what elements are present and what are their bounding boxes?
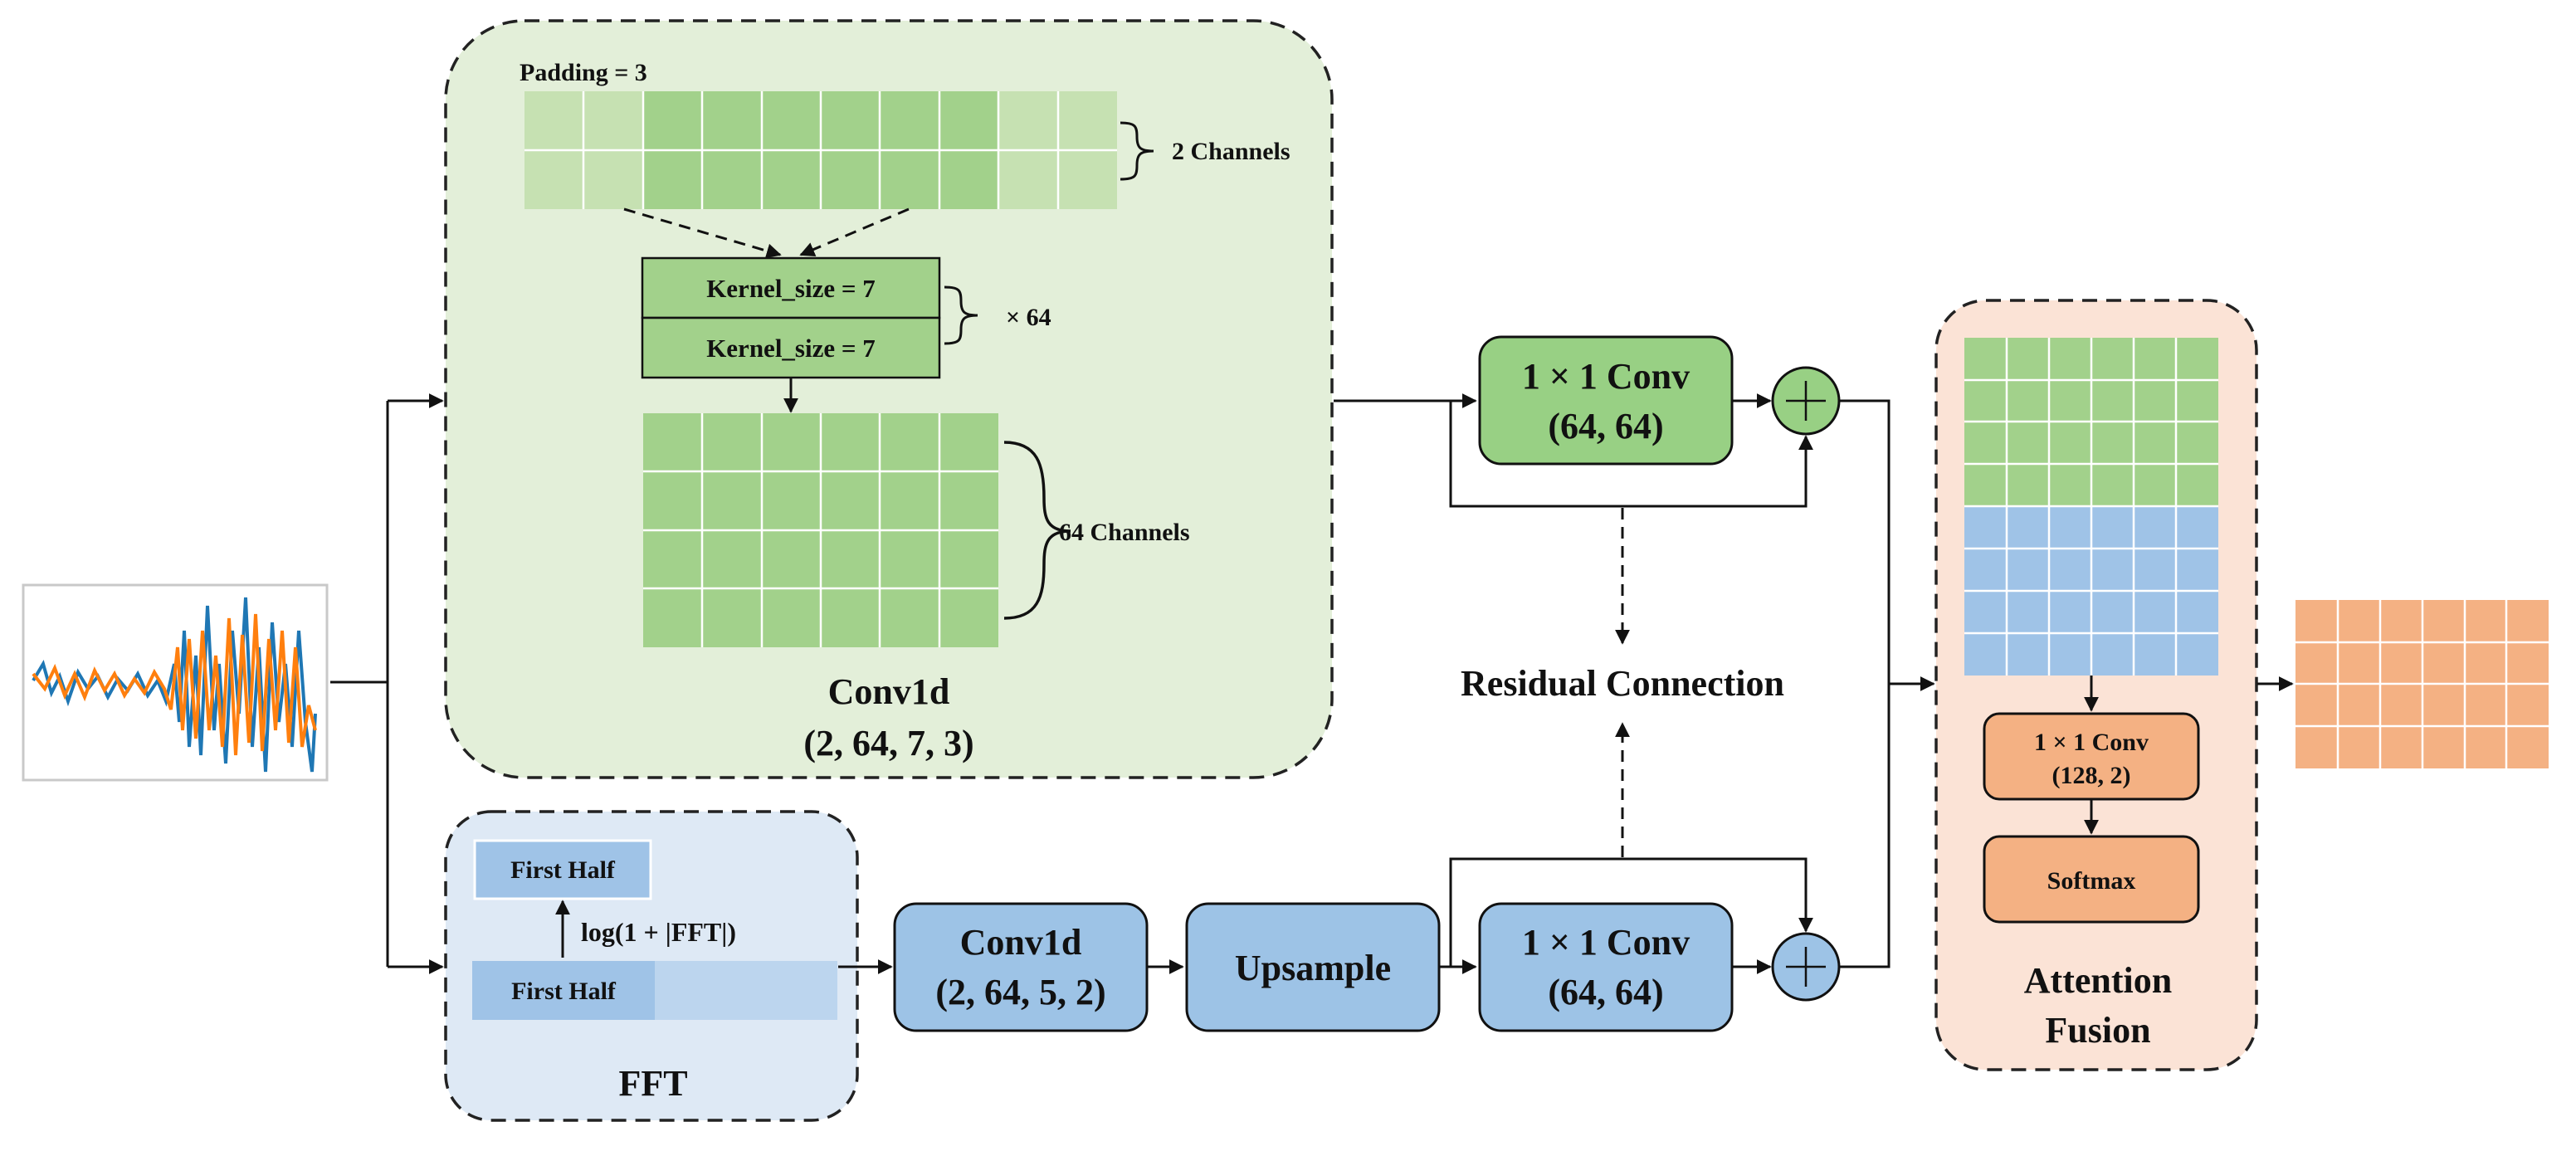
kernel-2-label: Kernel_size = 7 (706, 334, 876, 363)
first-half-bottom-box (472, 961, 655, 1020)
residual-connection: Residual Connection (1461, 508, 1784, 857)
add-node-bottom (1771, 932, 1841, 1002)
fft-panel-title: FFT (618, 1063, 687, 1104)
channels-in-brace (1120, 121, 1154, 181)
fft-panel: First Half log(1 + |FFT|) First Half FFT (444, 810, 859, 1122)
output-feature-grid (2295, 600, 2549, 768)
signal-series-orange (32, 613, 317, 756)
time-branch: 1 × 1 Conv (64, 64) (1334, 335, 1841, 508)
first-half-bottom-label: First Half (511, 978, 617, 1005)
first-half-top-box (473, 839, 652, 900)
kernel-box-2 (641, 316, 941, 379)
softmax-label: Softmax (2047, 867, 2136, 895)
conv1x1-bottom-params: (64, 64) (1548, 972, 1663, 1012)
padded-input-strip (524, 91, 1117, 209)
input-signal-plot (22, 583, 329, 782)
conv1d-panel: Padding = 3 2 Channels (444, 19, 1334, 779)
conv-panel-title: Conv1d (828, 671, 950, 712)
first-half-top-label: First Half (510, 856, 616, 884)
input-branch-connectors (330, 393, 444, 974)
upsample-label: Upsample (1235, 948, 1391, 988)
conv-panel-params: (2, 64, 7, 3) (803, 723, 973, 763)
channels-out-label: 64 Channels (1059, 519, 1190, 546)
conv1x1-top-params: (64, 64) (1548, 406, 1663, 446)
kernel-converge-left (623, 207, 782, 259)
kernel-converge-right (799, 207, 910, 256)
residual-connection-label: Residual Connection (1461, 663, 1784, 704)
softmax-block (1983, 835, 2200, 924)
channels-in-label: 2 Channels (1172, 138, 1290, 165)
attention-fusion-panel: 1 × 1 Conv (128, 2) Softmax Attention Fu… (1934, 299, 2258, 1071)
attention-conv-title: 1 × 1 Conv (2034, 729, 2149, 756)
kernel-multiplier-brace (944, 285, 978, 345)
conv1x1-bottom-title: 1 × 1 Conv (1522, 922, 1690, 963)
concat-feature-grid (1964, 338, 2218, 675)
merge-connectors (1839, 399, 1935, 968)
channels-out-brace (1003, 441, 1071, 620)
add-node-top (1771, 366, 1841, 436)
conv1x1-top-title: 1 × 1 Conv (1522, 356, 1690, 397)
conv1d-freq-params: (2, 64, 5, 2) (935, 972, 1105, 1012)
kernel-1-label: Kernel_size = 7 (706, 274, 876, 303)
conv1d-freq-title: Conv1d (960, 922, 1082, 963)
attention-conv-params: (128, 2) (2052, 762, 2131, 789)
attention-title-line2: Fusion (2045, 1010, 2150, 1051)
frequency-branch: Conv1d (2, 64, 5, 2) Upsample 1 × 1 Conv… (838, 857, 1841, 1032)
attention-title-line1: Attention (2024, 960, 2172, 1001)
padding-label: Padding = 3 (520, 59, 647, 86)
conv-output-grid (643, 413, 998, 647)
kernel-box-1 (641, 256, 941, 319)
kernel-multiplier-label: × 64 (1006, 304, 1051, 331)
log-transform-label: log(1 + |FFT|) (581, 917, 736, 947)
